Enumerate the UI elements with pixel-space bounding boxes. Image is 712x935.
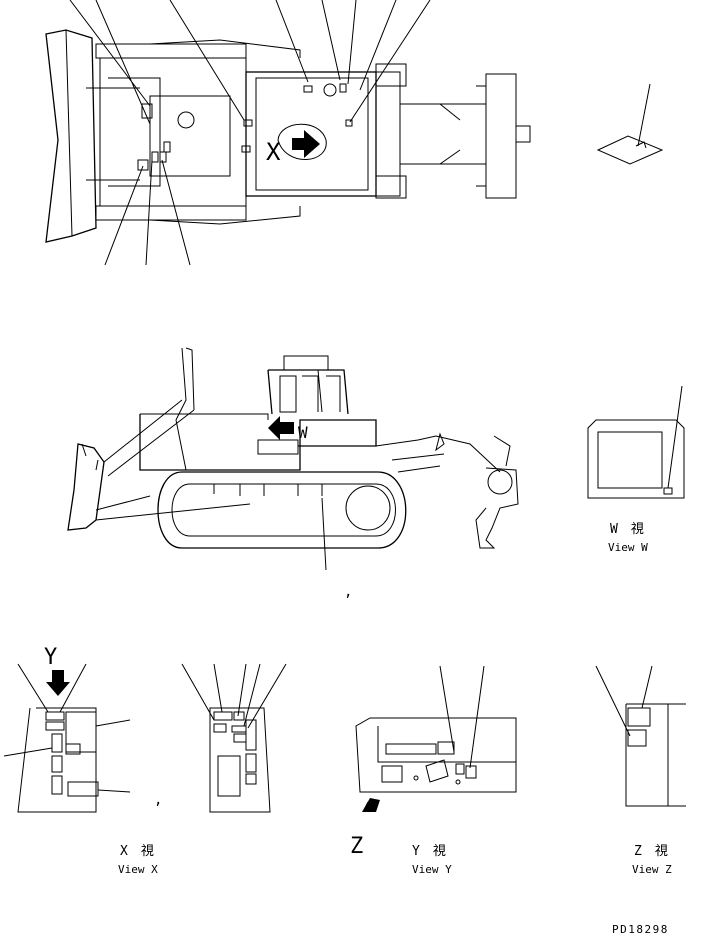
view-z-jp: Z 視 — [634, 844, 668, 859]
view-w-jp: W 視 — [610, 522, 644, 537]
label-z: Z — [350, 834, 363, 859]
arrow-y-icon — [46, 670, 70, 696]
label-y: Y — [44, 645, 57, 670]
view-w-en: View W — [608, 541, 648, 554]
view-w-panel — [587, 385, 685, 499]
arrow-w-icon — [268, 416, 294, 440]
view-y-en: View Y — [412, 863, 452, 876]
view-y-jp: Y 視 — [412, 844, 446, 859]
side-view-bulldozer — [67, 347, 519, 571]
label-w: W — [298, 423, 308, 442]
arrow-x-icon — [292, 130, 320, 158]
comma-center: , — [344, 584, 352, 600]
view-z-en: View Z — [632, 863, 672, 876]
view-x-en: View X — [118, 863, 158, 876]
view-x-jp: X 視 — [120, 844, 154, 859]
view-z-panel — [595, 665, 686, 807]
label-x: X — [266, 138, 281, 166]
view-y-panel — [355, 665, 517, 813]
top-view-bulldozer — [45, 0, 531, 266]
comma-view-x: , — [154, 792, 162, 808]
drawing-number: PD18298 — [612, 923, 669, 935]
view-x-panels — [3, 663, 287, 813]
decal-isolated — [596, 83, 664, 165]
